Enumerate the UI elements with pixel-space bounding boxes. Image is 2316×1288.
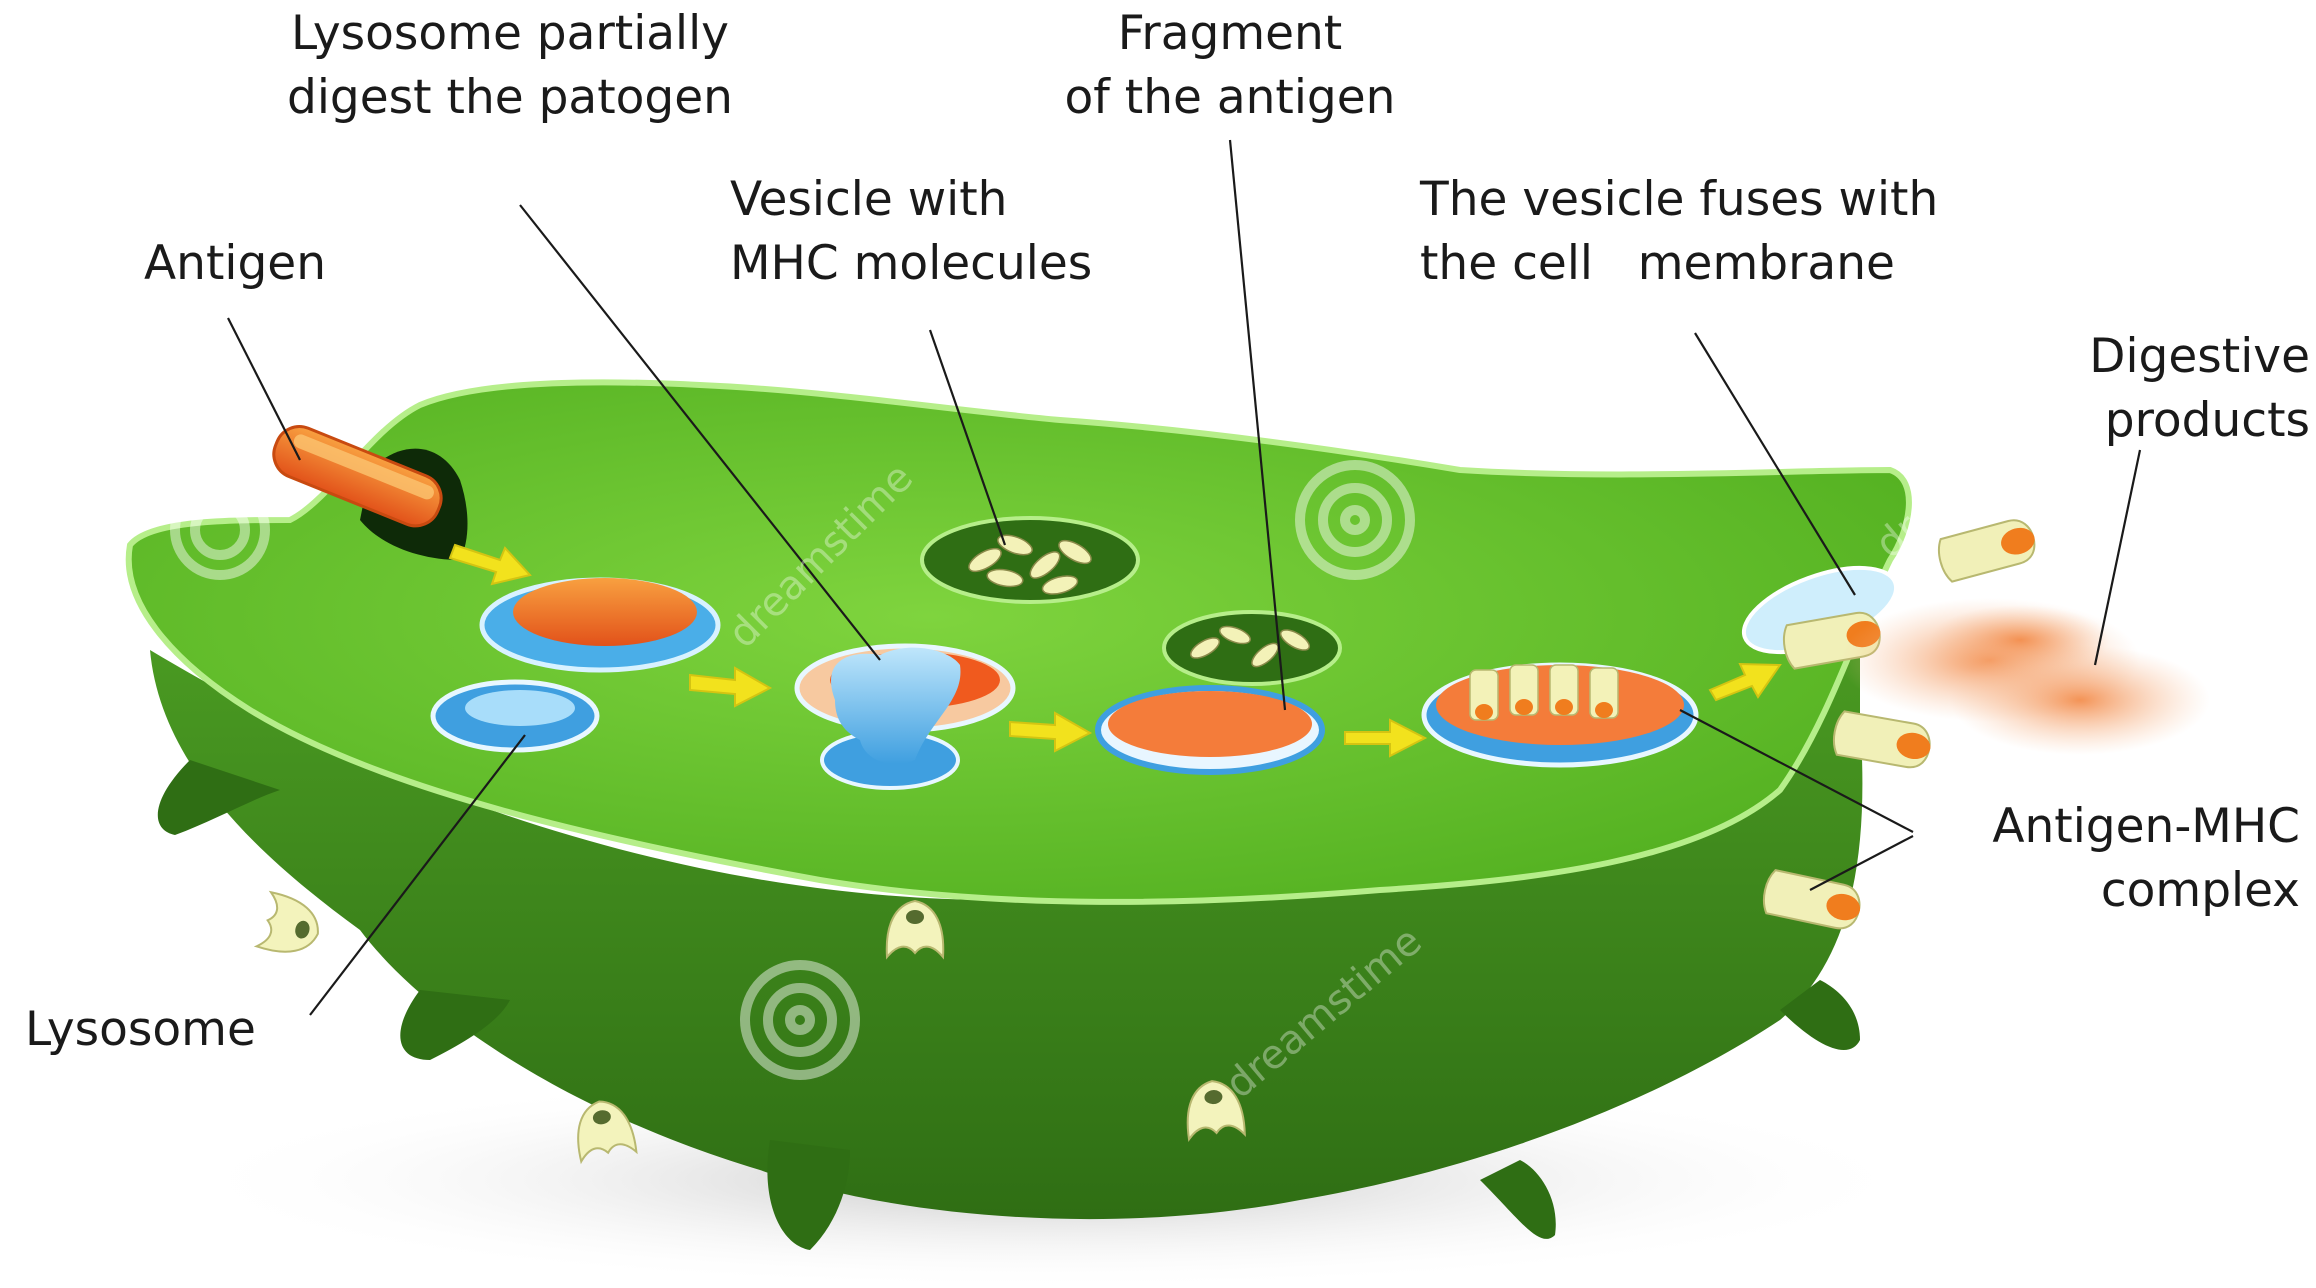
label-antigen-mhc: Antigen-MHC complex bbox=[1920, 795, 2300, 923]
label-vesicle-fuses: The vesicle fuses with the cell membrane bbox=[1420, 168, 1980, 296]
phagosome-vesicle bbox=[482, 578, 718, 670]
mhc-vesicle-2 bbox=[1164, 612, 1340, 684]
label-digestive: Digestive products bbox=[2010, 325, 2310, 453]
label-fragment: Fragment of the antigen bbox=[1040, 2, 1420, 130]
fragment-vesicle bbox=[1098, 688, 1322, 772]
label-lysosome: Lysosome bbox=[25, 998, 325, 1062]
lysosome bbox=[433, 682, 597, 750]
mhc-molecule-side bbox=[256, 892, 325, 961]
label-vesicle-mhc: Vesicle with MHC molecules bbox=[720, 168, 1120, 296]
label-lysosome-digest: Lysosome partially digest the patogen bbox=[240, 2, 780, 130]
label-antigen: Antigen bbox=[120, 232, 350, 296]
antigen-mhc-vesicle bbox=[1424, 665, 1696, 765]
mhc-vesicle bbox=[922, 518, 1138, 602]
leader-antigen bbox=[228, 318, 300, 460]
